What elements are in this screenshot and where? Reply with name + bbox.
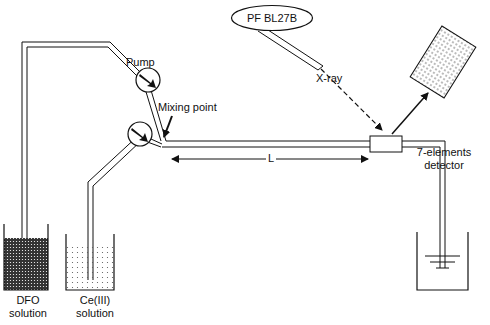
- ring-label: PF BL27B: [247, 12, 297, 24]
- solution-label: DFO solution: [2, 294, 54, 320]
- beamline-pipe: [258, 28, 323, 70]
- waste-beaker: [417, 232, 468, 290]
- detector-body: [410, 26, 476, 98]
- length-label: L: [266, 152, 276, 165]
- detector-label: 7-elements detector: [404, 146, 484, 172]
- solution-label: Ce(III) solution: [64, 294, 126, 320]
- dfo-beaker: [4, 224, 48, 290]
- fluorescence-arrow: [392, 93, 428, 134]
- sample-cell: [370, 136, 402, 152]
- mixing-label: Mixing point: [158, 101, 217, 114]
- tubing: [22, 42, 445, 280]
- pump-label: Pump: [126, 56, 155, 69]
- beam-label: X-ray: [316, 72, 342, 85]
- pump-symbol: [136, 68, 160, 92]
- ce-beaker: [66, 234, 114, 290]
- pump-symbol: [128, 122, 152, 146]
- mixing-arrow: [164, 116, 172, 137]
- source-ring: PF BL27B: [230, 4, 314, 32]
